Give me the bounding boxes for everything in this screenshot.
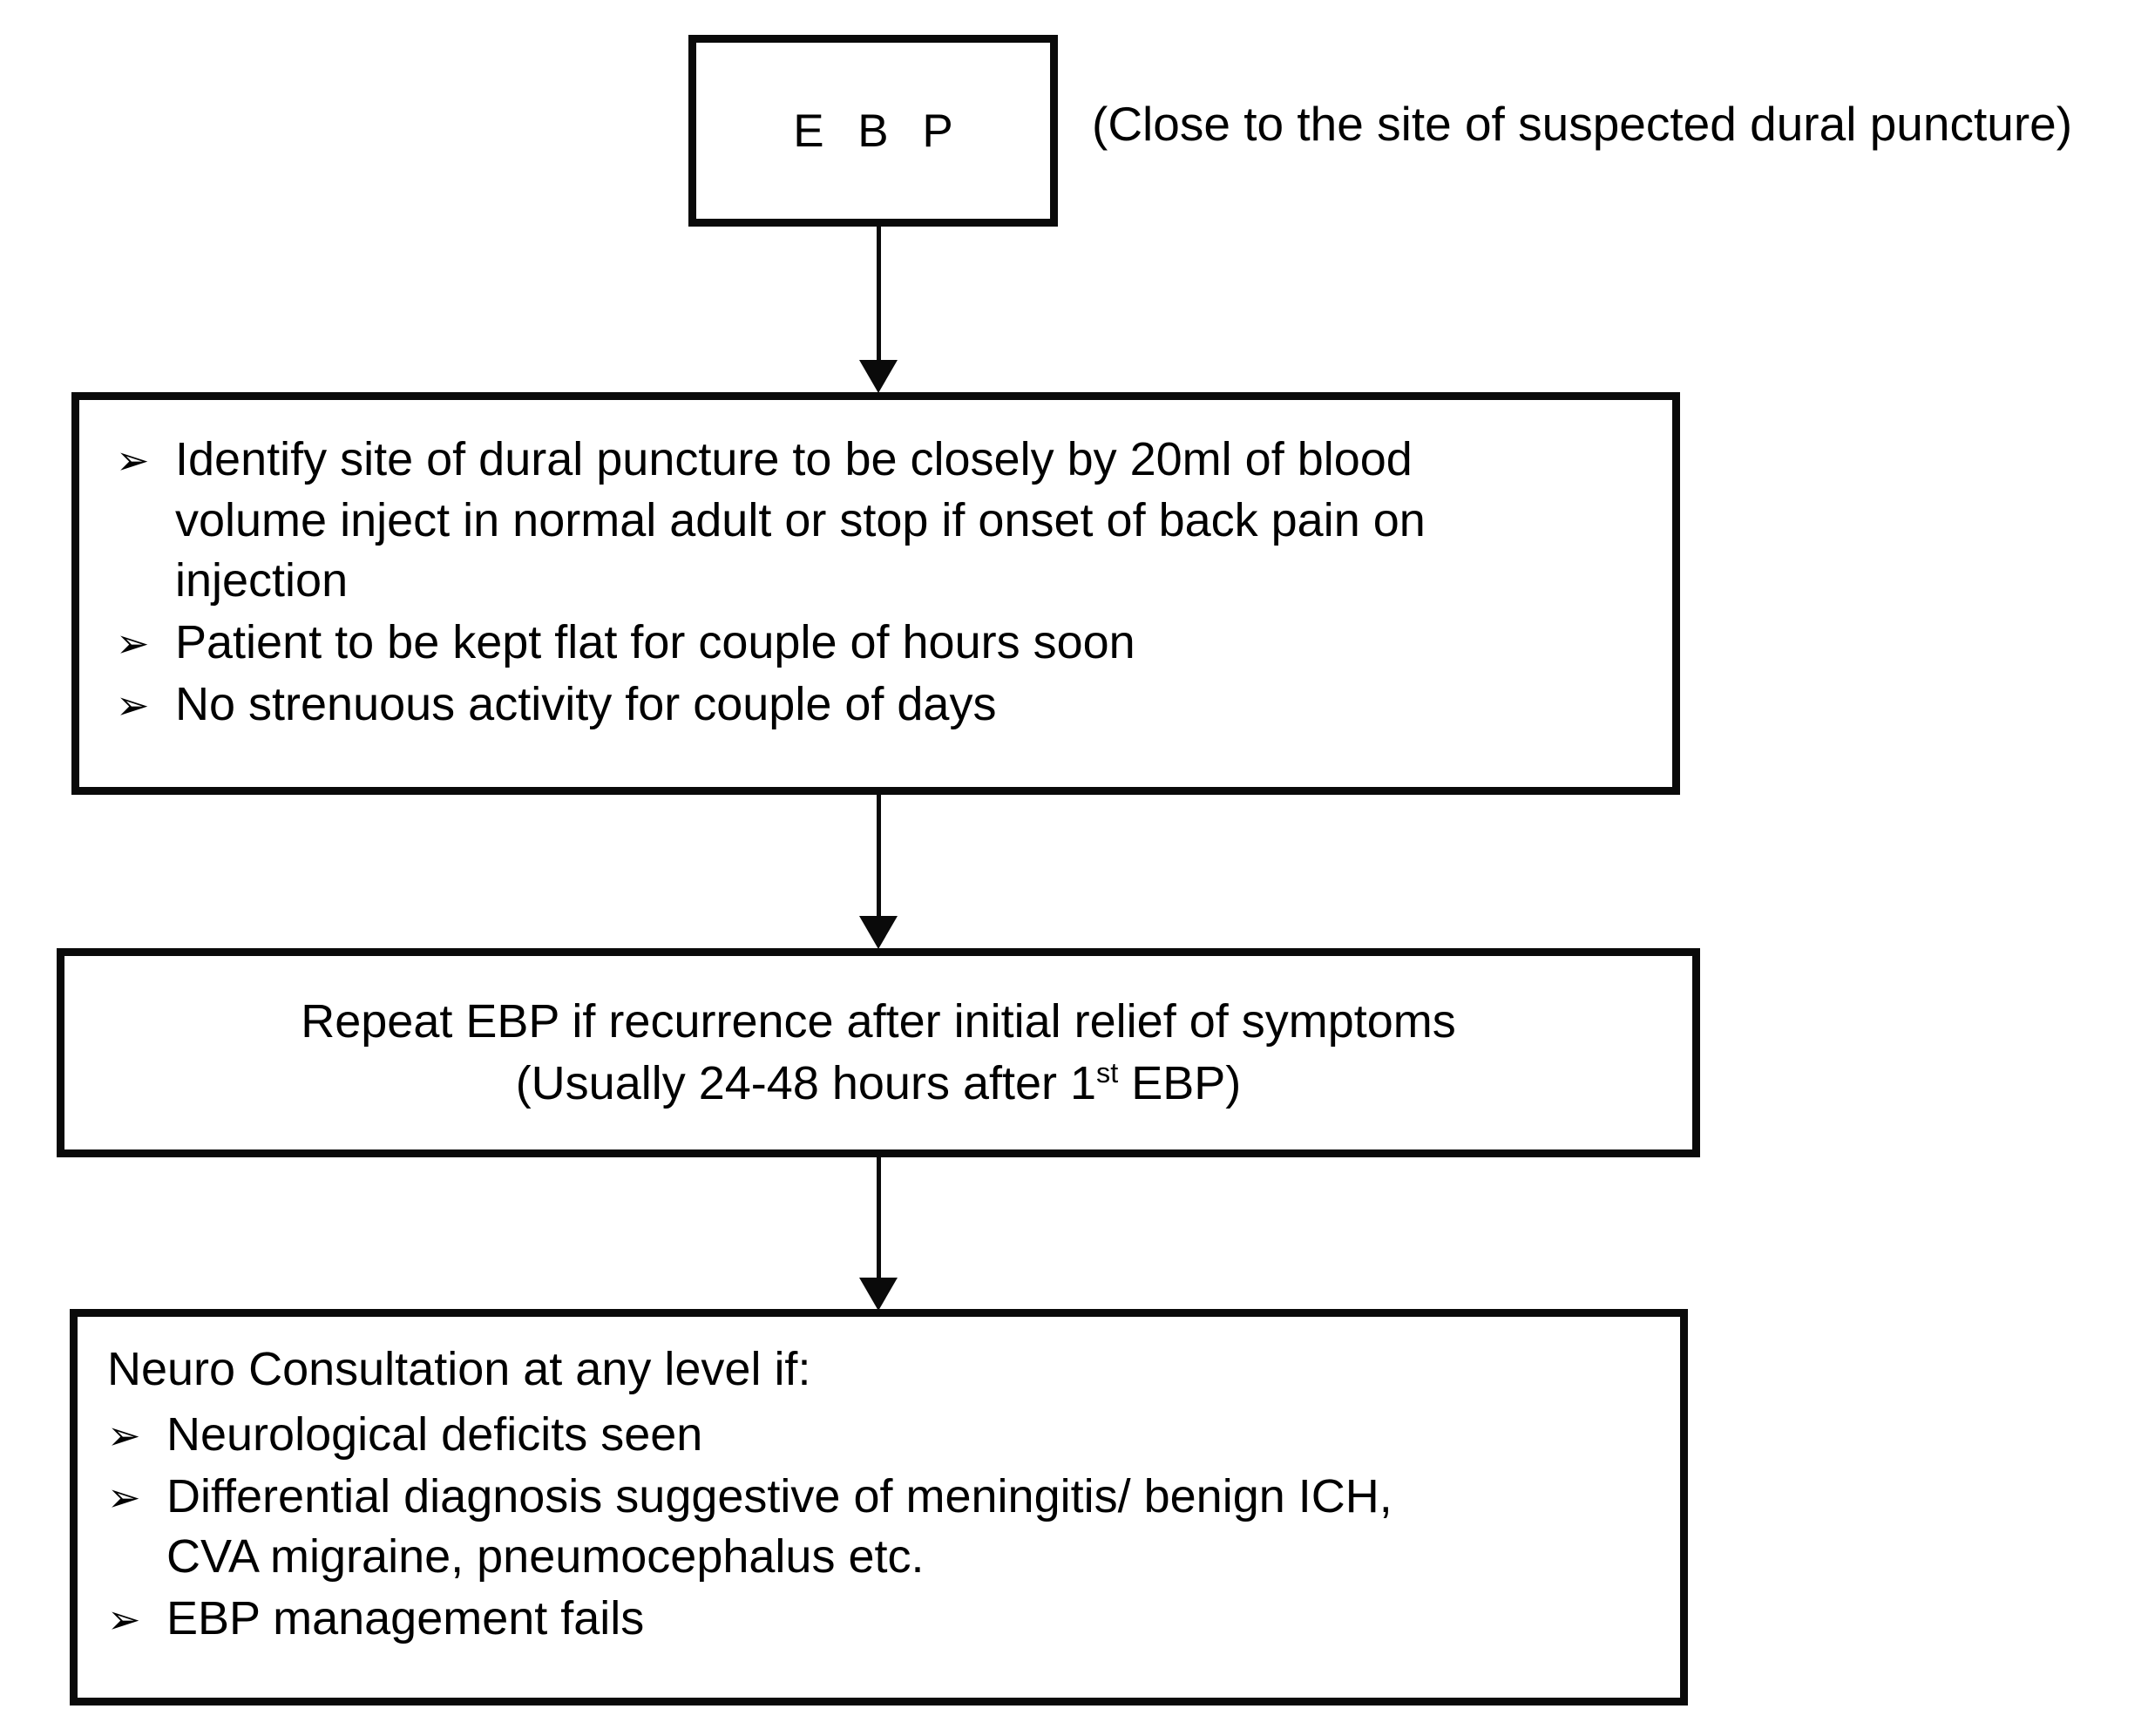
repeat-line-2-suffix: EBP) [1118,1057,1242,1109]
list-item: ➢ Differential diagnosis suggestive of m… [105,1467,1474,1588]
repeat-line-1: Repeat EBP if recurrence after initial r… [301,994,1456,1048]
arrow-ebp-to-procedure [859,226,898,393]
arrow-shaft [877,794,881,919]
arrowhead-bullet-icon: ➢ [116,682,150,728]
node-neuro-consultation: Neuro Consultation at any level if: ➢ Ne… [70,1309,1688,1705]
arrowhead-bullet-icon: ➢ [107,1413,141,1459]
procedure-bullet-list: ➢ Identify site of dural puncture to be … [114,430,1637,735]
list-item: ➢ No strenuous activity for couple of da… [114,675,1508,736]
node-repeat-ebp: Repeat EBP if recurrence after initial r… [57,948,1700,1157]
arrow-shaft [877,226,881,363]
arrowhead-bullet-icon: ➢ [116,437,150,483]
node-procedure: ➢ Identify site of dural puncture to be … [71,392,1680,795]
arrow-head-icon [859,1278,898,1311]
node-ebp: E B P [688,35,1058,227]
neuro-intro-text: Neuro Consultation at any level if: [107,1343,811,1395]
list-item: ➢ Neurological deficits seen [105,1405,1474,1466]
arrowhead-bullet-icon: ➢ [107,1474,141,1520]
arrow-head-icon [859,916,898,949]
list-item-text: Differential diagnosis suggestive of men… [166,1469,1392,1583]
repeat-line-2-prefix: (Usually 24-48 hours after 1 [515,1057,1097,1109]
list-item-text: Patient to be kept flat for couple of ho… [175,615,1135,668]
arrow-repeat-to-neuro [859,1157,898,1311]
arrow-head-icon [859,360,898,393]
arrowhead-bullet-icon: ➢ [116,620,150,666]
list-item-text: Identify site of dural puncture to be cl… [175,433,1426,607]
neuro-bullet-list: ➢ Neurological deficits seen ➢ Different… [105,1405,1645,1650]
repeat-line-2: (Usually 24-48 hours after 1st EBP) [516,1053,1242,1115]
list-item: ➢ EBP management fails [105,1589,1474,1650]
ebp-annotation-text: (Close to the site of suspected dural pu… [1092,97,2073,151]
node-ebp-label: E B P [793,105,964,157]
arrow-shaft [877,1157,881,1281]
list-item-text: EBP management fails [166,1592,645,1645]
list-item: ➢ Patient to be kept flat for couple of … [114,613,1508,674]
list-item: ➢ Identify site of dural puncture to be … [114,430,1508,612]
list-item-text: Neurological deficits seen [166,1408,703,1461]
arrowhead-bullet-icon: ➢ [107,1597,141,1643]
list-item-text: No strenuous activity for couple of days [175,677,997,730]
arrow-procedure-to-repeat [859,794,898,949]
repeat-line-2-ordinal: st [1096,1057,1119,1088]
